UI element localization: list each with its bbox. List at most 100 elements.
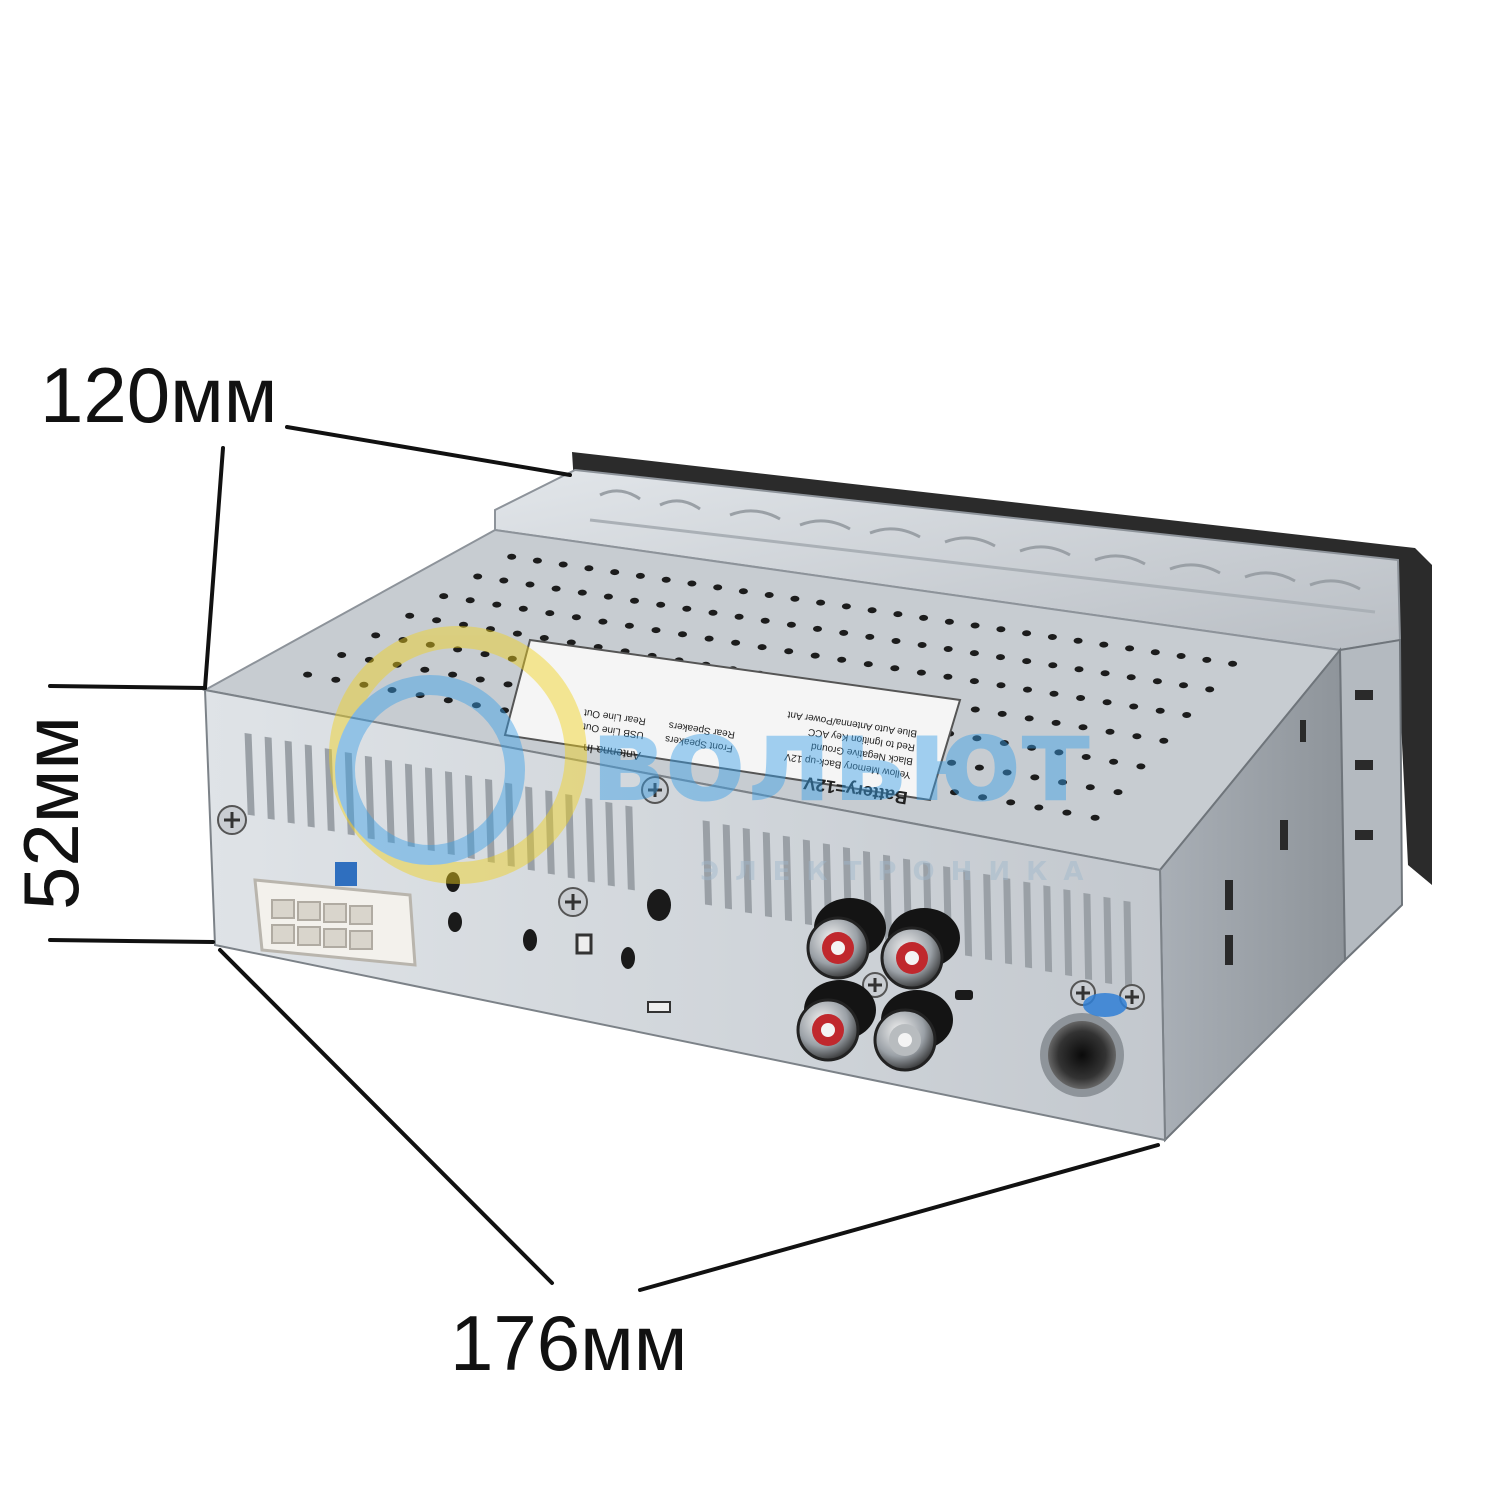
vent-hole [1076,695,1086,701]
depth-line [285,425,572,477]
cooling-rib [465,775,475,859]
cooling-rib [264,736,275,820]
vent-hole [1109,758,1119,765]
vent-hole [1030,774,1040,781]
watermark-tagline: ЭЛЕКТРОНИКА [700,857,1099,887]
rca-jack [796,980,876,1062]
iso-connector [253,862,417,967]
vent-hole [996,654,1005,661]
cooling-rib [963,870,973,957]
vent-hole [1002,769,1012,776]
cooling-rib [1063,889,1073,977]
cooling-rib [605,801,615,887]
vent-hole [1126,674,1136,681]
vent-hole [760,617,770,624]
vent-hole [656,601,666,608]
vent-hole [1024,715,1034,722]
cooling-rib [882,854,893,941]
vent-hole [392,661,402,668]
height-label: 52мм [7,716,95,910]
side-bracket [1338,638,1404,963]
vent-hole [1085,784,1095,791]
vent-hole [1078,724,1088,731]
vent-hole [1023,686,1032,693]
vent-hole [1022,630,1032,637]
vent-hole [558,561,568,568]
rca-outputs [796,898,960,1072]
cooling-rib [742,828,753,914]
vent-hole [539,635,549,641]
vent-hole [1179,682,1188,689]
vent-hole [1129,703,1139,710]
vent-hole [661,576,671,583]
cooling-rib [1043,885,1053,973]
vent-hole [972,735,982,742]
rca-jack [873,990,953,1072]
vent-hole [387,687,397,693]
vent-hole [551,585,561,592]
vent-hole [917,642,927,648]
depth-label: 120мм [40,351,277,439]
vent-hole [635,572,645,579]
vent-hole [947,759,957,766]
vent-hole [738,588,748,595]
vent-hole [425,641,435,648]
vent-hole [969,678,979,685]
vent-hole [1132,733,1142,740]
vent-hole [704,635,714,642]
cooling-rib [802,839,813,926]
watermark-brand: вольют [590,690,1090,828]
vent-hole [1073,637,1083,644]
wiring-label: Battery=12V Yellow Memory Back-up 12V Bl… [503,638,962,808]
vent-hole [784,648,794,655]
vent-hole [863,661,873,668]
vent-hole [708,609,718,616]
vent-hole [1051,719,1061,726]
vent-hole [359,681,369,688]
vent-hole [1176,653,1186,659]
cooling-rib [625,805,635,891]
screws [217,776,1145,1010]
vent-hole [1150,649,1160,656]
vent-hole [764,592,774,598]
vent-hole [1049,690,1059,697]
cooling-rib [525,786,535,871]
vent-hole [518,605,528,612]
vent-hole [303,671,313,678]
vent-hole [1202,656,1212,663]
vent-hole [499,577,509,584]
vent-hole [999,740,1009,746]
vent-hole [969,650,979,657]
vent-hole [480,651,490,658]
vent-hole [1047,634,1057,640]
vent-hole [507,655,517,662]
vent-hole [757,644,767,651]
vent-hole [566,639,576,646]
vent-hole [970,622,980,629]
vent-hole [584,565,594,572]
vent-hole [420,666,430,673]
vent-hole [503,681,513,688]
vent-hole [944,618,954,625]
vent-hole [1136,763,1146,770]
vent-hole [364,656,374,663]
vent-hole [786,621,796,628]
height-bottom-tick [48,938,215,944]
vent-hole [996,626,1006,633]
vent-hole [432,617,442,624]
vent-hole [532,557,542,564]
cooling-rib [424,767,435,852]
vent-hole [970,706,980,713]
vent-hole [1090,814,1100,821]
vent-hole [1081,754,1091,760]
height-top-tick [48,684,207,690]
depth-line-vertical [203,446,225,690]
cooling-rib [364,755,375,840]
vent-hole [486,626,495,633]
cooling-rib [762,831,773,918]
vent-hole [651,627,661,634]
vent-hole [571,614,581,621]
vent-hole [813,625,822,632]
car-radio: Battery=12V Yellow Memory Back-up 12V Bl… [202,452,1432,1143]
vent-hole [919,614,929,621]
